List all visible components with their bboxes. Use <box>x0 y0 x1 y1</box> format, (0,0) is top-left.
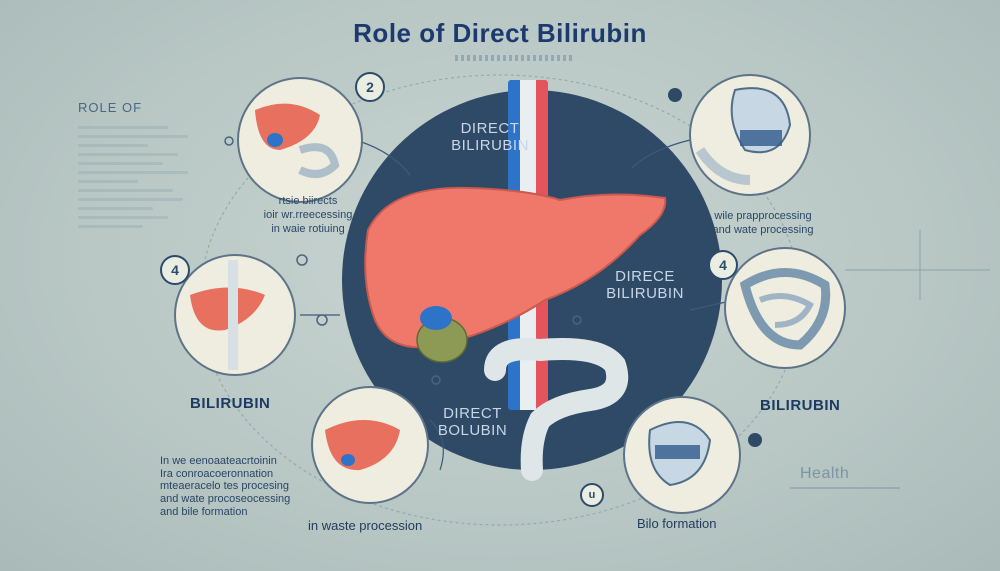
text-line: and bile formation <box>160 505 248 518</box>
center-label-top-line2: BILIRUBIN <box>451 137 529 155</box>
step-badge-bottom: u <box>580 483 604 507</box>
page-title: Role of Direct Bilirubin <box>353 18 647 48</box>
panel-top-left <box>237 77 363 203</box>
annotation-line: ioir wr.rreecessing <box>263 208 353 221</box>
step-badge-left: 4 <box>160 255 190 285</box>
annotation-line: rtsie biirects <box>278 195 338 207</box>
waste-label: in waste procession <box>308 518 423 533</box>
center-label-right: DIRECE BILIRUBIN <box>590 268 700 303</box>
marker-dot <box>572 315 582 325</box>
annotation-line: wile prapprocessing <box>714 210 812 222</box>
marker-dot <box>668 88 682 102</box>
step-badge-top: 2 <box>355 72 385 102</box>
center-label-right-line1: DIRECE <box>615 268 675 285</box>
center-label-bottom-line2: BOLUBIN <box>437 422 508 440</box>
marker-dot <box>748 433 762 447</box>
annotation-upper-right: wile prapprocessing and wate processing <box>693 210 833 238</box>
text-line: In we eenoaateacrtoinin <box>160 455 277 467</box>
panel-left <box>174 254 296 376</box>
panel-right <box>724 247 846 369</box>
health-label: Health <box>800 465 850 482</box>
center-label-top-line1: DIRECT <box>460 120 520 137</box>
bile-formation-label: Bilo formation <box>637 516 717 531</box>
text-line: Ira conroacoeronnation <box>160 467 274 480</box>
marker-dot <box>431 375 441 385</box>
intestine-tube <box>484 338 629 481</box>
text-line: mteaeracelo tes procesing <box>160 480 290 493</box>
panel-bottom-right <box>623 396 741 514</box>
marker-dot <box>316 314 328 326</box>
marker-dot <box>296 254 308 266</box>
center-label-right-line2: BILIRUBIN <box>606 285 684 303</box>
left-text-block: In we eenoaateacrtoinin Ira conroacoeron… <box>160 455 305 518</box>
faint-text-lines <box>78 120 188 234</box>
text-line: and wate procoseocessing <box>160 492 291 505</box>
title-divider <box>455 55 575 61</box>
bilirubin-label-left: BILIRUBIN <box>190 395 271 412</box>
bilirubin-label-right: BILIRUBIN <box>760 397 841 414</box>
center-label-bottom-line1: DIRECT <box>443 405 502 422</box>
connector-top-right <box>631 139 691 169</box>
annotation-upper-left: rtsie biirects ioir wr.rreecessing in wa… <box>248 195 368 236</box>
panel-top-right <box>689 74 811 196</box>
connector-bottom-left <box>429 419 444 471</box>
marker-dot <box>224 136 234 146</box>
panel-bottom-left <box>311 386 429 504</box>
center-label-bottom: DIRECT BOLUBIN <box>425 405 520 440</box>
bile-duct-blob <box>420 306 452 330</box>
annotation-line: in waie rotiuing <box>271 222 345 235</box>
left-heading: ROLE OF <box>78 100 143 115</box>
annotation-line: and wate processing <box>712 223 814 236</box>
center-label-top: DIRECT BILIRUBIN <box>440 120 540 155</box>
step-badge-right: 4 <box>708 250 738 280</box>
